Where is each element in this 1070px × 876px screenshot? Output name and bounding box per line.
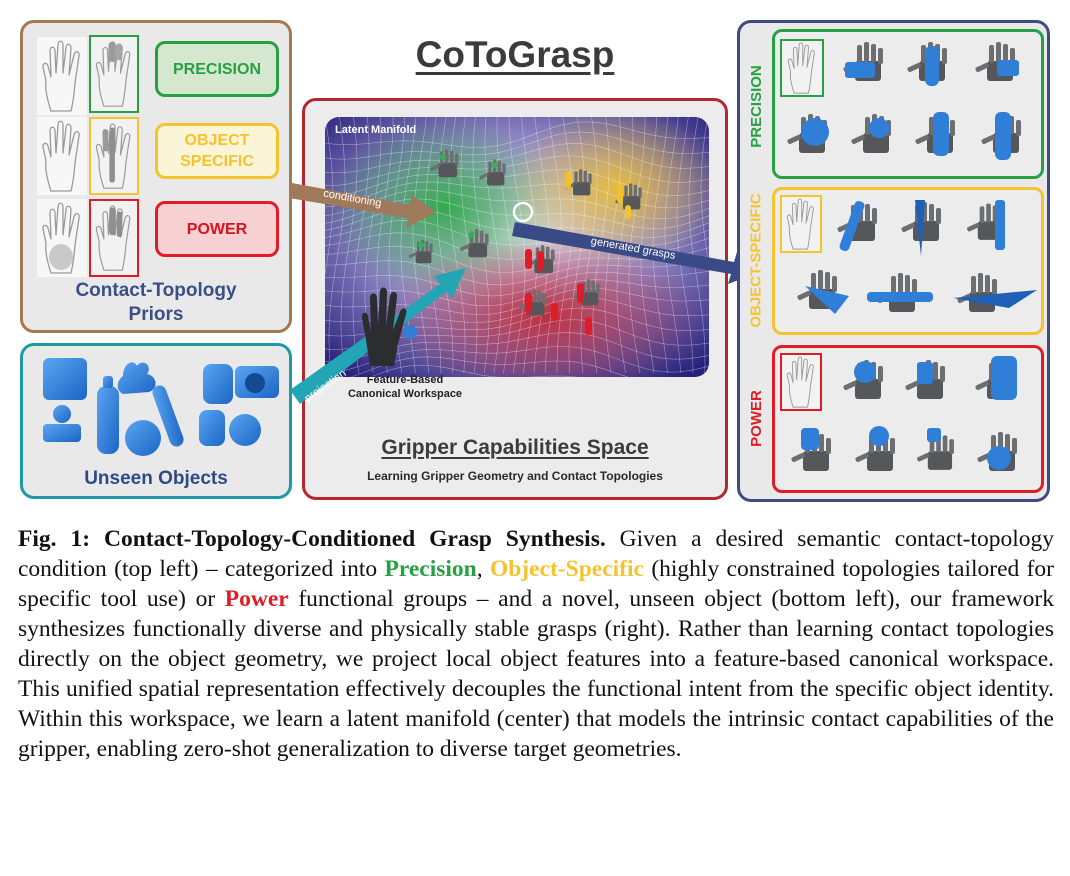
apple-object-icon [125, 420, 161, 456]
duck-object-icon [117, 362, 156, 394]
hand-icon [37, 37, 87, 115]
caption-precision: Precision [384, 556, 477, 582]
priors-caption-line2: Priors [128, 304, 184, 325]
unseen-objects-panel: Unseen Objects [20, 343, 292, 499]
caption-power: Power [224, 586, 289, 612]
figure-title: CoToGrasp [415, 34, 615, 75]
caption-text-4: functional groups – and a novel, unseen … [18, 586, 1054, 762]
feature-label-line2: Canonical Workspace [347, 388, 463, 400]
power-category: POWER [155, 201, 279, 257]
power-hand-icon [89, 199, 139, 277]
caption-text-3: (highly constrained topologies tailored … [18, 556, 1055, 612]
mug-object-icon [203, 364, 233, 404]
feature-label-line1: Feature-Based [366, 374, 444, 386]
object-specific-category: OBJECT SPECIFIC [155, 123, 279, 179]
cup-object-icon [199, 410, 225, 446]
hand-icon [37, 117, 87, 195]
object-specific-hand-icon [89, 117, 139, 195]
power-section-label: POWER [747, 389, 765, 447]
unseen-objects-illustration [43, 358, 279, 456]
priors-caption-line1: Contact-Topology [75, 280, 237, 301]
feature-based-workspace-label: Feature-Based Canonical Workspace [345, 373, 465, 401]
precision-hand-icon [89, 35, 139, 113]
power-grasps-section [772, 345, 1044, 493]
object-specific-section-label: OBJECT-SPECIFIC [747, 192, 765, 328]
knife-object-icon [152, 385, 184, 447]
caption-object-specific: Object-Specific [489, 556, 644, 582]
priors-caption: Contact-Topology Priors [23, 279, 289, 327]
precision-grasps-illustration [780, 39, 1021, 160]
power-grasps-illustration [780, 353, 1017, 471]
gripper-capabilities-title: Gripper Capabilities Space [381, 436, 649, 459]
generated-grasps-panel: PRECISION OBJECT-SPECIFIC P [737, 20, 1050, 502]
stamp-object-icon [43, 424, 81, 442]
caption-text-1: Given a desired semantic contact-topolog… [18, 526, 1054, 582]
caption-text-2: , [476, 556, 490, 582]
manifold-label: Latent Manifold [335, 124, 416, 136]
bottle-object-icon [97, 386, 119, 454]
hand-icon [37, 199, 87, 277]
latent-manifold-view: Latent Manifold [325, 117, 709, 377]
sample-point-marker [512, 201, 534, 223]
precision-section-label: PRECISION [747, 64, 765, 148]
precision-category: PRECISION [155, 41, 279, 97]
box-object-icon [43, 358, 87, 400]
ball-object-icon [229, 414, 261, 446]
figure-caption: Fig. 1: Contact-Topology-Conditioned Gra… [18, 524, 1054, 764]
gripper-capabilities-subtitle: Learning Gripper Geometry and Contact To… [367, 469, 663, 483]
object-specific-grasps-illustration [780, 195, 1037, 314]
object-specific-grasps-section [772, 187, 1044, 335]
unseen-objects-caption: Unseen Objects [84, 468, 228, 489]
gripper-capabilities-panel: Latent Manifold Feature-Based Canonical … [302, 98, 728, 500]
precision-grasps-section [772, 29, 1044, 179]
contact-topology-priors-panel: PRECISION OBJECT SPECIFIC POWER Contact-… [20, 20, 292, 333]
figure-label: Fig. 1: Contact-Topology-Conditioned Gra… [18, 526, 606, 552]
